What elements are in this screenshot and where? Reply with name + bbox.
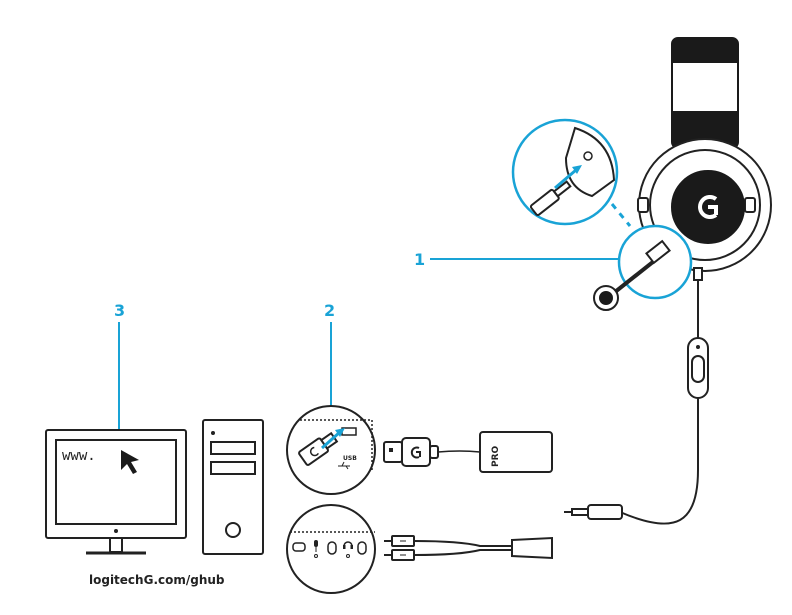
power-button bbox=[226, 523, 240, 537]
callout-2: 2 bbox=[324, 301, 335, 410]
computer-tower bbox=[203, 420, 263, 554]
mic-callout bbox=[594, 226, 691, 310]
step-1-number: 1 bbox=[414, 250, 425, 269]
usb-port-label: USB bbox=[343, 455, 357, 462]
step-2-number: 2 bbox=[324, 301, 335, 320]
usb-dongle-assembly bbox=[384, 432, 552, 472]
ghub-url: logitechG.com/ghub bbox=[89, 573, 225, 587]
analog-inset bbox=[287, 505, 375, 593]
dac-label: PRO bbox=[491, 445, 501, 467]
monitor-screen-text: www. bbox=[62, 448, 96, 464]
step-3-number: 3 bbox=[114, 301, 125, 320]
usb-inset: USB bbox=[287, 406, 375, 494]
mic-inset bbox=[513, 120, 630, 226]
headband-padding bbox=[672, 62, 738, 112]
splitter-cable bbox=[384, 536, 552, 560]
callout-3: 3 bbox=[114, 301, 125, 430]
callout-1: 1 bbox=[414, 250, 618, 269]
